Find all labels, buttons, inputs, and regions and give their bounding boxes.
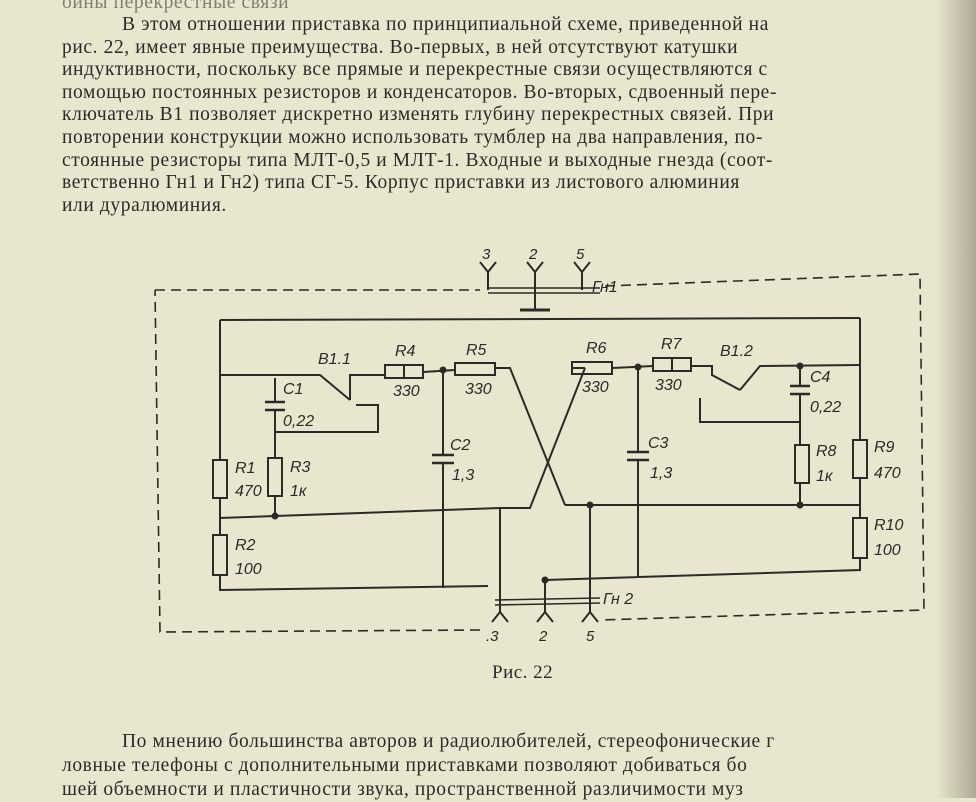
connector-top-pin: 3 [482,246,491,263]
text-line: оины перекрестные связи [62,0,290,13]
label-c4: С4 [810,369,831,386]
resistor-r3 [267,457,283,497]
label-r7: R7 [661,336,683,353]
value-r7: 330 [655,377,682,394]
label-r4: R4 [395,343,416,360]
value-r8: 1к [816,468,834,485]
value-c1: 0,22 [283,413,314,430]
resistor-r2 [212,534,228,576]
text-line: рис. 22, имеет явные преимущества. Во-пе… [62,36,739,58]
label-r9: R9 [874,439,895,456]
value-c4: 0,22 [810,399,841,416]
resistor-r8 [794,444,810,484]
connector-bottom-label: Гн 2 [603,591,633,608]
bottom-paragraph: По мнению большинства авторов и радиолюб… [62,730,976,802]
connector-bottom-pin: 2 [538,628,548,645]
text-line: или дуралюминия. [62,194,227,216]
label-r10: R10 [874,517,903,534]
figure-caption: Рис. 22 [492,662,554,683]
value-r6: 330 [582,379,609,396]
top-paragraph: оины перекрестные связи В этом отношении… [62,0,962,217]
label-r8: R8 [816,443,837,460]
page-edge-shadow [936,0,976,798]
connector-top-pin: 2 [528,246,538,263]
label-r2: R2 [235,537,256,554]
text-line: ключатель В1 позволяет дискретно изменят… [62,104,775,126]
resistor-r5 [454,362,496,376]
label-r3: R3 [290,459,311,476]
value-r3: 1к [290,483,308,500]
connector-top: 3 2 5 Гн1 [479,246,618,312]
value-r2: 100 [235,561,262,578]
value-r5: 330 [465,381,492,398]
label-r5: R5 [466,342,487,359]
label-r6: R6 [586,340,607,357]
label-c2: С2 [450,437,471,454]
label-c1: С1 [283,381,303,398]
text-line: По мнению большинства авторов и радиолюб… [122,731,775,752]
resistor-r1 [212,459,228,499]
connector-bottom-pin: 5 [586,628,595,645]
text-line: повторении конструкции можно использоват… [62,126,763,148]
value-r4: 330 [393,383,420,400]
connector-top-pin: 5 [576,246,585,263]
connector-bottom: .3 2 5 Гн 2 [486,576,633,645]
text-line: ловные телефоны с дополнительными приста… [62,755,748,776]
connector-top-label: Гн1 [592,279,618,296]
value-r9: 470 [874,465,901,482]
text-line: шей объемности и пластичности звука, про… [62,779,744,800]
resistor-r9 [852,439,868,479]
label-r1: R1 [235,460,255,477]
value-r10: 100 [874,542,901,559]
value-r1: 470 [235,483,262,500]
switch-label: В1.2 [720,343,753,360]
text-line: ветственно Гн1 и Гн2) типа СГ-5. Корпус … [62,172,740,194]
switch-label: В1.1 [318,351,351,368]
text-line: помощью постоянных резисторов и конденса… [62,81,778,103]
value-c2: 1,3 [452,467,474,484]
text-line: В этом отношении приставка по принципиал… [122,14,769,35]
value-c3: 1,3 [650,465,672,482]
text-line: стоянные резисторы типа МЛТ-0,5 и МЛТ-1.… [62,149,773,171]
connector-bottom-pin: .3 [486,628,499,645]
resistor-r10 [852,517,868,559]
text-line: индуктивности, поскольку все прямые и пе… [62,59,768,81]
label-c3: С3 [648,435,669,452]
